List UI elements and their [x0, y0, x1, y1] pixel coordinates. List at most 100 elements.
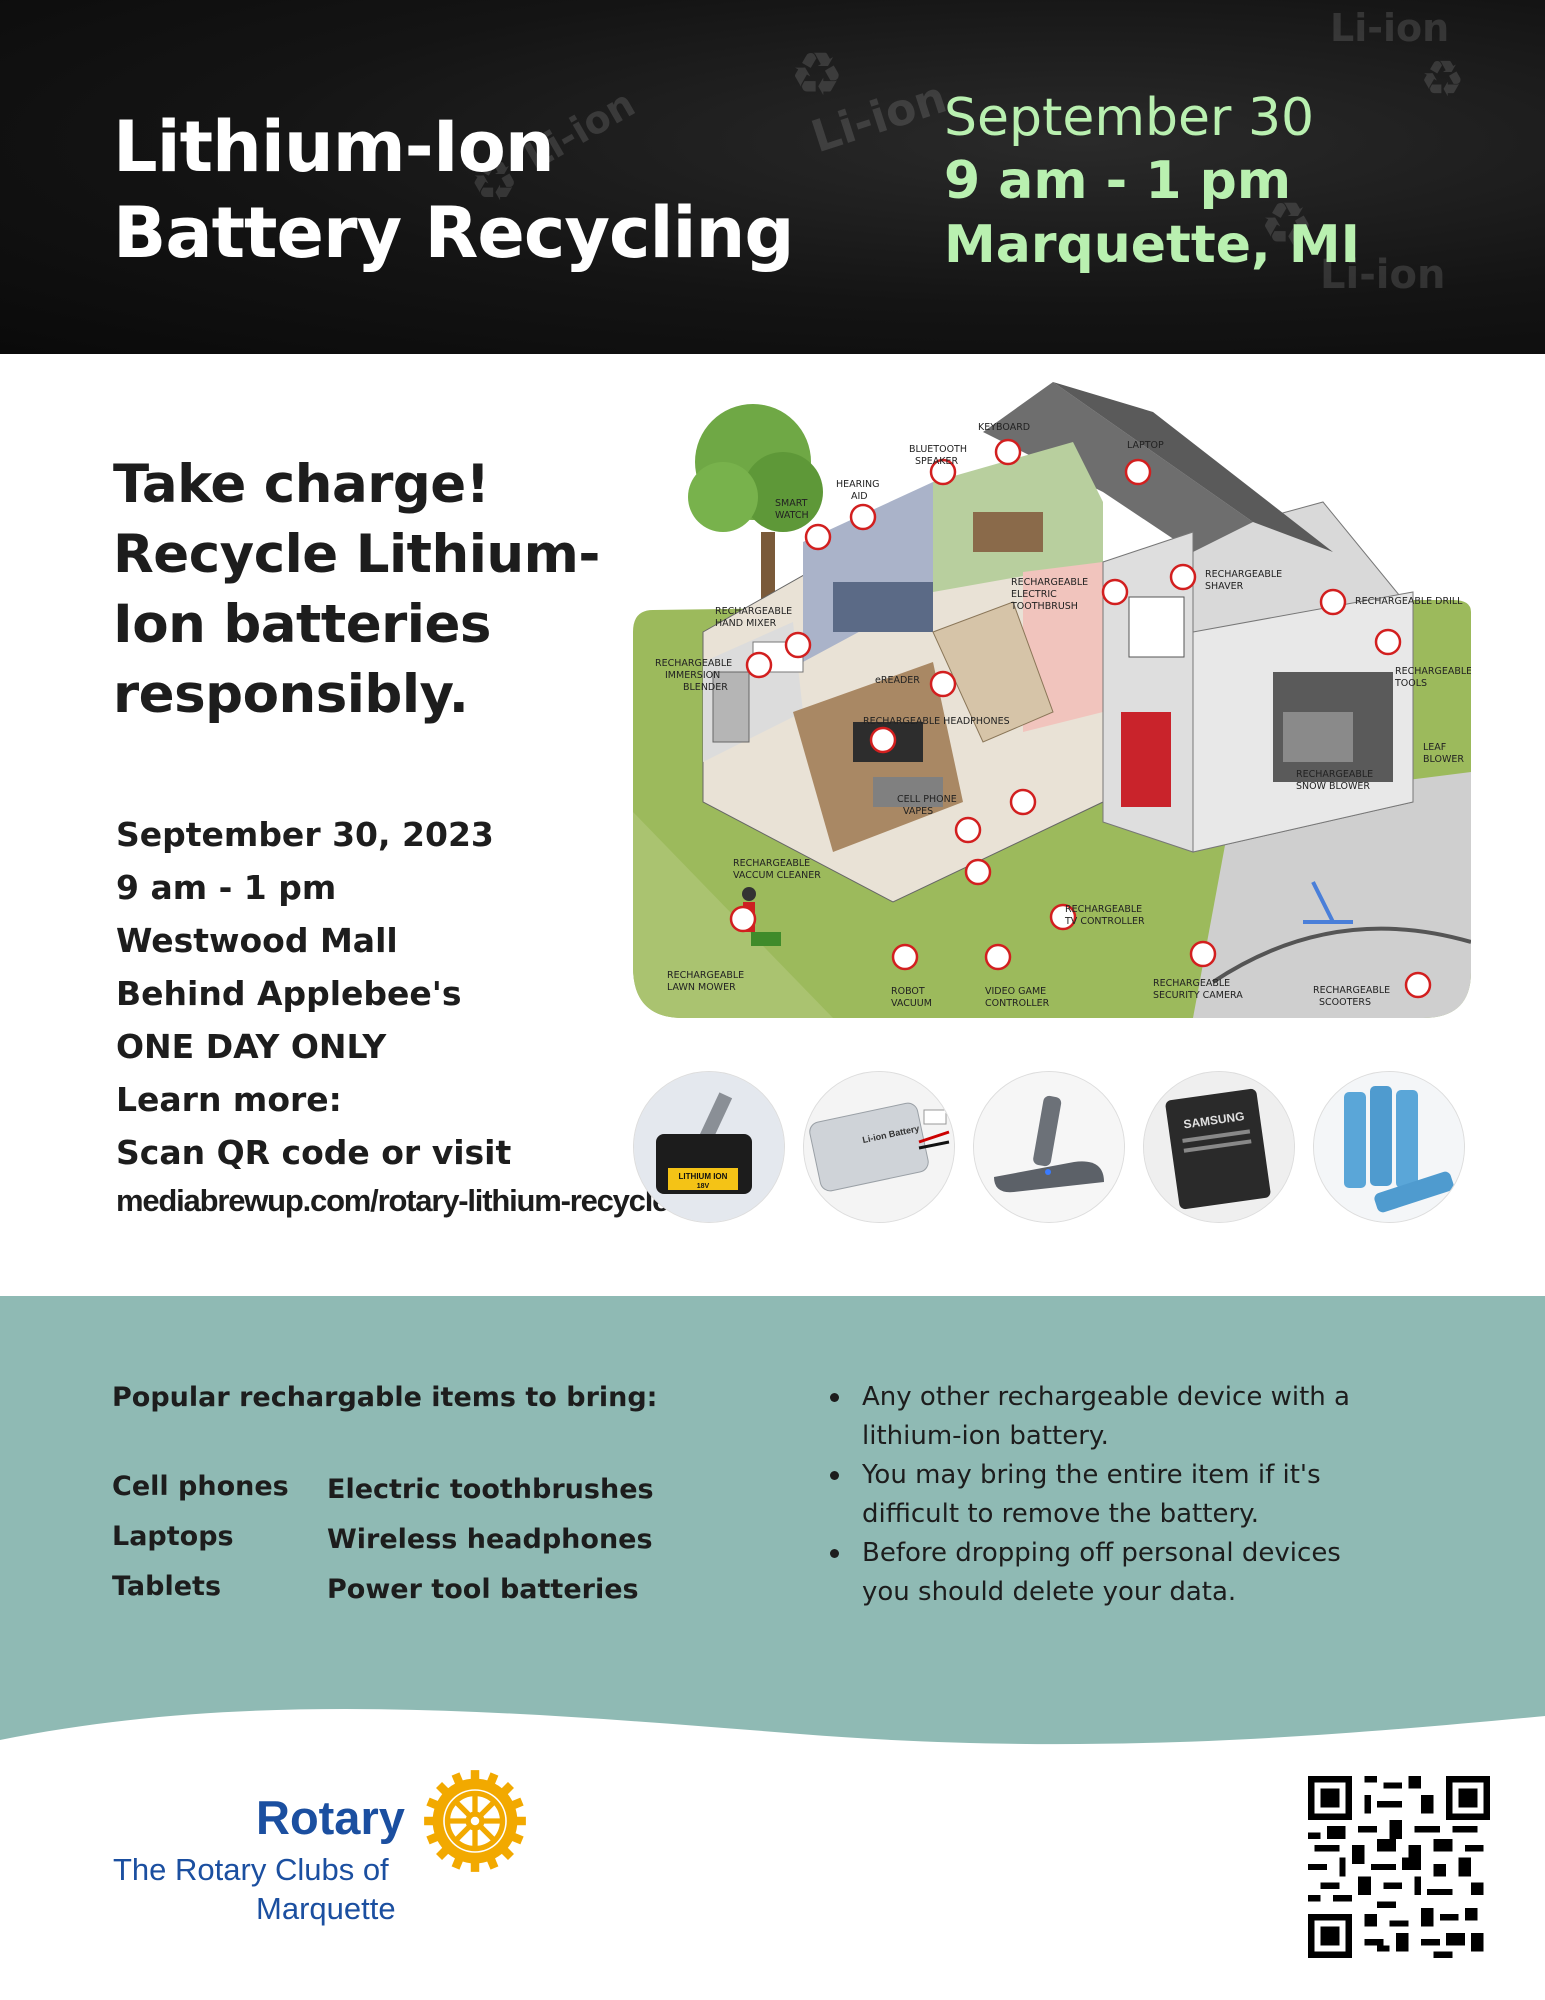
bring-items-title: Popular rechargable items to bring:: [112, 1382, 658, 1413]
label-tv-controller: RECHARGEABLE: [1065, 904, 1142, 915]
header-place: Marquette, MI: [944, 215, 1360, 275]
label-vacuum: RECHARGEABLE: [733, 858, 810, 869]
learn-more-label: Learn more:: [116, 1080, 342, 1119]
callout-labels: KEYBOARD BLUETOOTH SPEAKER LAPTOP HEARIN…: [655, 422, 1471, 1009]
page-title: Lithium-Ion Battery Recycling: [113, 104, 873, 276]
label-lawn-mower-2: LAWN MOWER: [667, 982, 736, 993]
label-bluetooth: BLUETOOTH: [909, 444, 967, 455]
battery-photos: LITHIUM ION 18V Li-ion Battery SAMSUNG: [633, 1071, 1473, 1223]
list-item: Power tool batteries: [327, 1574, 639, 1605]
scan-label: Scan QR code or visit: [116, 1133, 512, 1172]
label-robot: ROBOT: [891, 986, 925, 997]
label-blender-2: IMMERSION: [665, 670, 720, 681]
label-scooters: RECHARGEABLE: [1313, 985, 1390, 996]
list-item: Tablets: [112, 1571, 222, 1602]
recycle-icon: ♻: [1420, 50, 1465, 108]
event-time: 9 am - 1 pm: [116, 868, 337, 907]
label-smart: SMART: [775, 498, 808, 509]
drill-battery-label: LITHIUM ION: [679, 1172, 728, 1181]
label-electric: ELECTRIC: [1011, 589, 1057, 600]
label-hand-mixer: RECHARGEABLE: [715, 606, 792, 617]
rotary-wordmark: Rotary: [256, 1791, 405, 1844]
label-vacuum-2: VACCUM CLEANER: [733, 870, 821, 881]
label-cell-phone: CELL PHONE: [897, 794, 957, 805]
qr-code[interactable]: [1308, 1776, 1490, 1958]
headline-line: Ion batteries: [113, 594, 491, 655]
label-hearing: HEARING: [836, 479, 880, 490]
rotary-subtitle-city: Marquette: [256, 1891, 396, 1926]
bg-li-ion-text: Li-ion: [1330, 6, 1450, 50]
label-leaf: LEAF: [1423, 742, 1446, 753]
title-line: Lithium-Ion: [113, 106, 555, 188]
guideline-text: Any other rechargeable device with a lit…: [862, 1382, 1350, 1451]
label-lawn-mower: RECHARGEABLE: [667, 970, 744, 981]
label-game: VIDEO GAME: [985, 986, 1046, 997]
label-keyboard: KEYBOARD: [978, 422, 1030, 433]
label-speaker: SPEAKER: [915, 456, 958, 467]
headline-line: Take charge!: [113, 454, 490, 515]
label-tools-2: TOOLS: [1394, 678, 1427, 689]
recycle-icon: ♻: [470, 150, 519, 213]
list-item: Electric toothbrushes: [327, 1474, 654, 1505]
rotary-wheel-icon: [424, 1770, 526, 1872]
cylinder-batteries-photo: [1313, 1071, 1465, 1223]
bullet-icon: [830, 1549, 839, 1558]
label-headphones: RECHARGEABLE HEADPHONES: [863, 716, 1010, 727]
label-camera: RECHARGEABLE: [1153, 978, 1230, 989]
website-link[interactable]: mediabrewup.com/rotary-lithium-recycle: [116, 1183, 669, 1218]
bullet-icon: [830, 1471, 839, 1480]
label-tv-controller-2: TV CONTROLLER: [1064, 916, 1145, 927]
label-aid: AID: [851, 491, 868, 502]
recycle-icon: ♻: [790, 40, 844, 110]
label-blender: RECHARGEABLE: [655, 658, 732, 669]
info-section: [0, 1296, 1545, 1756]
label-snow-blower-2: SNOW BLOWER: [1296, 781, 1370, 792]
guideline-text: Before dropping off personal devices you…: [862, 1538, 1341, 1607]
drill-battery-voltage: 18V: [697, 1183, 710, 1190]
label-camera-2: SECURITY CAMERA: [1153, 990, 1243, 1001]
header-banner: Li-ion Li-ion Li-ion Li-ion ♻ ♻ ♻ ♻ Lith…: [0, 0, 1545, 354]
drill-battery-photo: LITHIUM ION 18V: [633, 1071, 785, 1223]
list-item: Cell phones: [112, 1471, 289, 1502]
guideline-item: Any other rechargeable device with a lit…: [826, 1378, 1386, 1456]
guidelines-list: Any other rechargeable device with a lit…: [826, 1378, 1386, 1612]
label-hand-mixer-2: HAND MIXER: [715, 618, 777, 629]
wave-divider: [0, 1709, 1545, 1810]
label-tools: RECHARGEABLE: [1395, 666, 1471, 677]
guideline-item: You may bring the entire item if it's di…: [826, 1456, 1386, 1534]
bring-column-1: Cell phones Laptops Tablets: [112, 1462, 289, 1612]
list-item: Laptops: [112, 1521, 234, 1552]
header-date: September 30: [944, 88, 1315, 148]
headline-line: responsibly.: [113, 664, 469, 725]
title-line: Battery Recycling: [113, 192, 794, 274]
label-snow-blower: RECHARGEABLE: [1296, 769, 1373, 780]
headline: Take charge! Recycle Lithium- Ion batter…: [113, 450, 633, 730]
recycle-icon: ♻: [1260, 190, 1314, 260]
header-time: 9 am - 1 pm: [944, 151, 1292, 211]
label-shaver: RECHARGEABLE: [1205, 569, 1282, 580]
rotary-subtitle: The Rotary Clubs of: [113, 1852, 389, 1887]
house-illustration: KEYBOARD BLUETOOTH SPEAKER LAPTOP HEARIN…: [633, 382, 1471, 1018]
label-ereader: eREADER: [875, 675, 920, 686]
label-robot-2: VACUUM: [891, 998, 932, 1009]
label-vapes: VAPES: [903, 806, 933, 817]
event-details: September 30, 2023 9 am - 1 pm Westwood …: [116, 808, 669, 1223]
guideline-text: You may bring the entire item if it's di…: [862, 1460, 1321, 1529]
phone-battery-photo: SAMSUNG: [1143, 1071, 1295, 1223]
label-scooters-2: SCOOTERS: [1319, 997, 1371, 1008]
label-toothbrush-3: TOOTHBRUSH: [1010, 601, 1078, 612]
label-game-2: CONTROLLER: [985, 998, 1050, 1009]
headline-line: Recycle Lithium-: [113, 524, 600, 585]
event-date: September 30, 2023: [116, 815, 494, 854]
label-blender-3: BLENDER: [683, 682, 728, 693]
label-watch: WATCH: [775, 510, 809, 521]
house-cutaway-svg: KEYBOARD BLUETOOTH SPEAKER LAPTOP HEARIN…: [633, 382, 1471, 1018]
label-shaver-2: SHAVER: [1205, 581, 1244, 592]
label-drill: RECHARGEABLE DRILL: [1355, 596, 1463, 607]
bring-column-2: Electric toothbrushes Wireless headphone…: [327, 1465, 654, 1615]
event-location: Westwood Mall: [116, 921, 398, 960]
list-item: Wireless headphones: [327, 1524, 653, 1555]
event-note: ONE DAY ONLY: [116, 1027, 387, 1066]
bg-li-ion-text: Li-ion: [1320, 252, 1446, 298]
label-toothbrush: RECHARGEABLE: [1011, 577, 1088, 588]
